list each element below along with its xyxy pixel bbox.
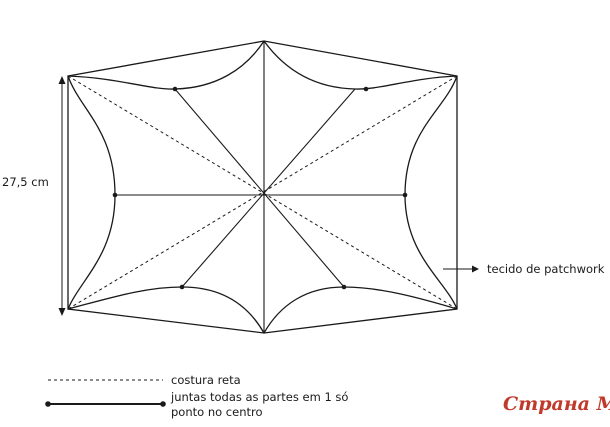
dashed-diagonals	[67, 75, 458, 310]
legend: costura reta juntas todas as partes em 1…	[45, 373, 348, 419]
fabric-arrow	[443, 265, 479, 273]
legend-dashed-label: costura reta	[171, 373, 241, 387]
dimension-arrow	[58, 76, 66, 316]
legend-solid-label-line2: ponto no centro	[171, 405, 263, 419]
solid-spokes	[115, 41, 405, 333]
outer-frame	[67, 40, 458, 334]
spoke-dots	[112, 86, 408, 290]
legend-solid-label-line1: juntas todas as partes em 1 só	[170, 390, 348, 404]
watermark-logo: Страна Мам	[503, 393, 610, 415]
curved-outline	[67, 40, 458, 334]
dimension-label: 27,5 cm	[2, 175, 49, 189]
fabric-label: tecido de patchwork	[487, 262, 605, 276]
watermark-brand: Страна Мам	[503, 393, 610, 415]
